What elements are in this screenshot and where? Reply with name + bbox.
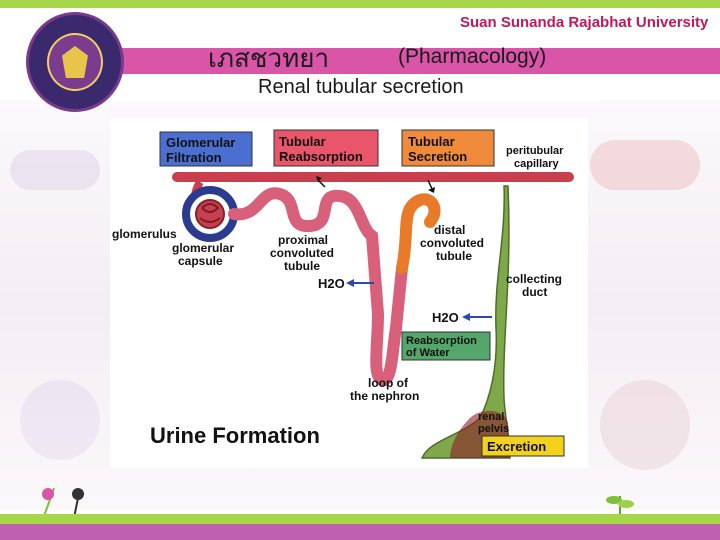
distal-tubule-label-1: distal: [434, 223, 465, 237]
nephron-svg: Glomerular Filtration Tubular Reabsorpti…: [110, 118, 588, 468]
english-title: (Pharmacology): [398, 45, 547, 68]
title-band: [40, 48, 720, 74]
logo-crown-icon: [62, 46, 88, 78]
glomerular-filtration-label-1: Glomerular: [166, 135, 235, 150]
nephron-diagram: Glomerular Filtration Tubular Reabsorpti…: [110, 118, 588, 468]
tubular-reabsorption-label-1: Tubular: [279, 134, 326, 149]
logo-emblem: [47, 33, 103, 91]
pill-shape: [590, 140, 700, 190]
glomerular-capsule-label-1: glomerular: [172, 241, 234, 255]
loop-of-nephron-label-2: the nephron: [350, 389, 419, 403]
glomerulus-label: glomerulus: [112, 227, 177, 241]
reabsorption-of-water-box: [401, 331, 491, 361]
subtitle-band: [40, 74, 600, 102]
glomerular-filtration-label-2: Filtration: [166, 150, 222, 165]
peritubular-capillary: [172, 172, 574, 182]
proximal-tubule-label-3: tubule: [284, 259, 320, 273]
university-logo: [26, 12, 124, 112]
collecting-duct-label-1: collecting: [506, 272, 562, 286]
water-label-right: H2O: [432, 310, 459, 325]
reabsorption-of-water-label-1: Reabsorption: [406, 335, 477, 347]
pill-shape: [600, 380, 690, 470]
top-accent-bar: [0, 0, 720, 8]
proximal-tubule-label-1: proximal: [278, 233, 328, 247]
secretion-arrow: [427, 179, 433, 190]
pill-shape: [10, 150, 100, 190]
loop-of-nephron-label-1: loop of: [368, 376, 409, 390]
excretion-box: [481, 435, 565, 457]
university-name: Suan Sunanda Rajabhat University: [460, 14, 709, 31]
distal-tubule-label-3: tubule: [436, 249, 472, 263]
bottom-accent-bar: [0, 514, 720, 524]
tubular-secretion-label-1: Tubular: [408, 134, 455, 149]
proximal-tubule-label-2: convoluted: [270, 246, 334, 260]
glomerulus-loops: [199, 203, 221, 223]
diagram-caption: Urine Formation: [150, 423, 320, 448]
glomerular-filtration-box: [159, 131, 253, 167]
diagram-background: [110, 118, 588, 468]
brand-band: [40, 8, 720, 48]
tubular-secretion-box: [401, 129, 495, 167]
glomerular-capsule-label-2: capsule: [178, 254, 223, 268]
reabsorption-of-water-label-2: of Water: [406, 347, 450, 359]
bottom-magenta-bar: [0, 524, 720, 540]
excretion-label: Excretion: [487, 439, 546, 454]
water-label-left: H2O: [318, 276, 345, 291]
pill-shape: [20, 380, 100, 460]
distal-convoluted-tubule: [396, 193, 441, 274]
distal-tubule-label-2: convoluted: [420, 236, 484, 250]
water-arrow-left-head: [346, 279, 354, 287]
water-arrow-right-head: [462, 313, 470, 321]
slide-subtitle: Renal tubular secretion: [258, 76, 464, 98]
tubular-reabsorption-label-2: Reabsorption: [279, 149, 363, 164]
reabsorption-arrow: [317, 179, 326, 188]
peritubular-capillary-label-2: capillary: [514, 158, 560, 170]
renal-pelvis-label-1: renal: [478, 411, 504, 423]
peritubular-capillary-label-1: peritubular: [506, 145, 564, 157]
tubular-secretion-label-2: Secretion: [408, 149, 467, 164]
secretion-arrow-head: [428, 187, 435, 193]
proximal-convoluted-tubule: [228, 187, 408, 386]
renal-pelvis-label-2: pelvis: [478, 423, 509, 435]
collecting-duct-label-2: duct: [522, 285, 547, 299]
reabsorption-arrow-head: [316, 176, 322, 182]
tubular-reabsorption-box: [273, 129, 379, 167]
thai-title: เภสชวทยา: [208, 43, 330, 73]
